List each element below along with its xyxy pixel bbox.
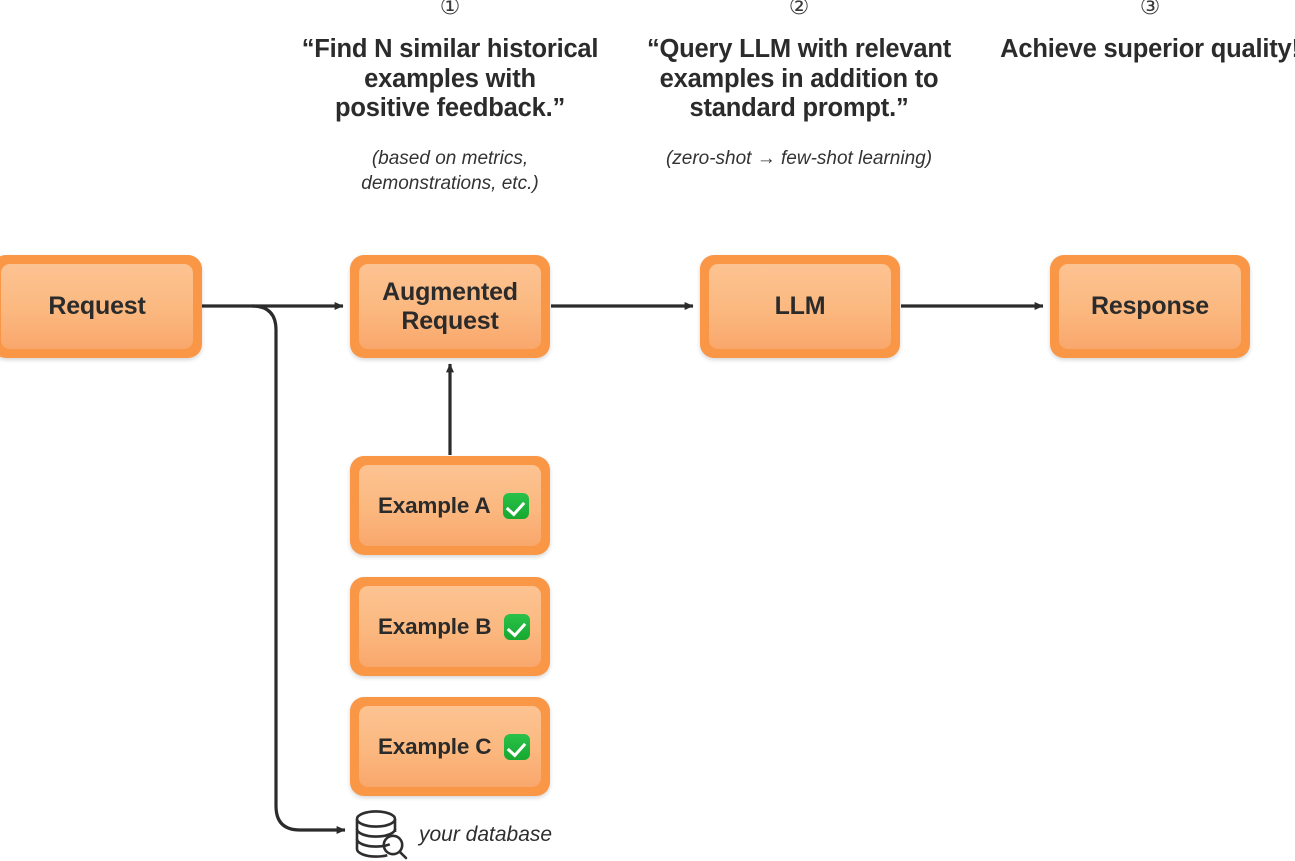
node-augmented-request[interactable]: Augmented Request <box>350 255 550 358</box>
node-example-a-body: Example A <box>359 465 541 546</box>
step-annotation-2: ② “Query LLM with relevant examples in a… <box>629 0 969 171</box>
node-example-c[interactable]: Example C <box>350 697 550 796</box>
database-caption: your database <box>419 822 553 846</box>
node-response-label: Response <box>1091 292 1209 320</box>
node-example-a[interactable]: Example A <box>350 456 550 555</box>
step-subtitle-2: (zero-shot → few-shot learning) <box>665 147 933 169</box>
node-example-b[interactable]: Example B <box>350 577 550 676</box>
step-title-2: “Query LLM with relevant examples in add… <box>646 35 952 122</box>
example-a-text: Example A <box>378 493 491 518</box>
node-augmented-request-label: Augmented Request <box>382 277 518 335</box>
step-title-3: Achieve superior quality! <box>1000 35 1295 63</box>
step-annotation-1: ① “Find N similar historical examples wi… <box>280 0 620 196</box>
node-augmented-request-body: Augmented Request <box>359 264 541 349</box>
node-request-label: Request <box>48 292 146 320</box>
step-number-badge-3: ③ <box>1139 0 1161 20</box>
node-example-a-label: Example A <box>378 491 530 520</box>
step-number-badge-1: ① <box>439 0 461 20</box>
step-subtitle-1: (based on metrics, demonstrations, etc.) <box>361 147 539 194</box>
node-request[interactable]: Request <box>0 255 202 358</box>
node-response[interactable]: Response <box>1050 255 1250 358</box>
database-group: your database <box>352 808 552 861</box>
database-search-icon <box>355 810 408 860</box>
node-request-body: Request <box>1 264 193 349</box>
example-c-text: Example C <box>378 734 492 759</box>
step-annotation-3: ③ Achieve superior quality! <box>980 0 1295 87</box>
example-b-text: Example B <box>378 614 492 639</box>
green-check-mark-icon <box>504 613 531 640</box>
node-example-c-label: Example C <box>378 732 531 761</box>
node-llm-body: LLM <box>709 264 891 349</box>
node-response-body: Response <box>1059 264 1241 349</box>
node-llm-label: LLM <box>774 292 826 320</box>
connector-request-to-database <box>251 304 346 834</box>
step-title-1: “Find N similar historical examples with… <box>301 35 599 122</box>
green-check-mark-icon <box>503 492 530 519</box>
step-number-badge-2: ② <box>788 0 810 20</box>
node-example-b-label: Example B <box>378 612 531 641</box>
node-llm[interactable]: LLM <box>700 255 900 358</box>
node-example-b-body: Example B <box>359 586 541 667</box>
node-example-c-body: Example C <box>359 706 541 787</box>
green-check-mark-icon <box>504 733 531 760</box>
